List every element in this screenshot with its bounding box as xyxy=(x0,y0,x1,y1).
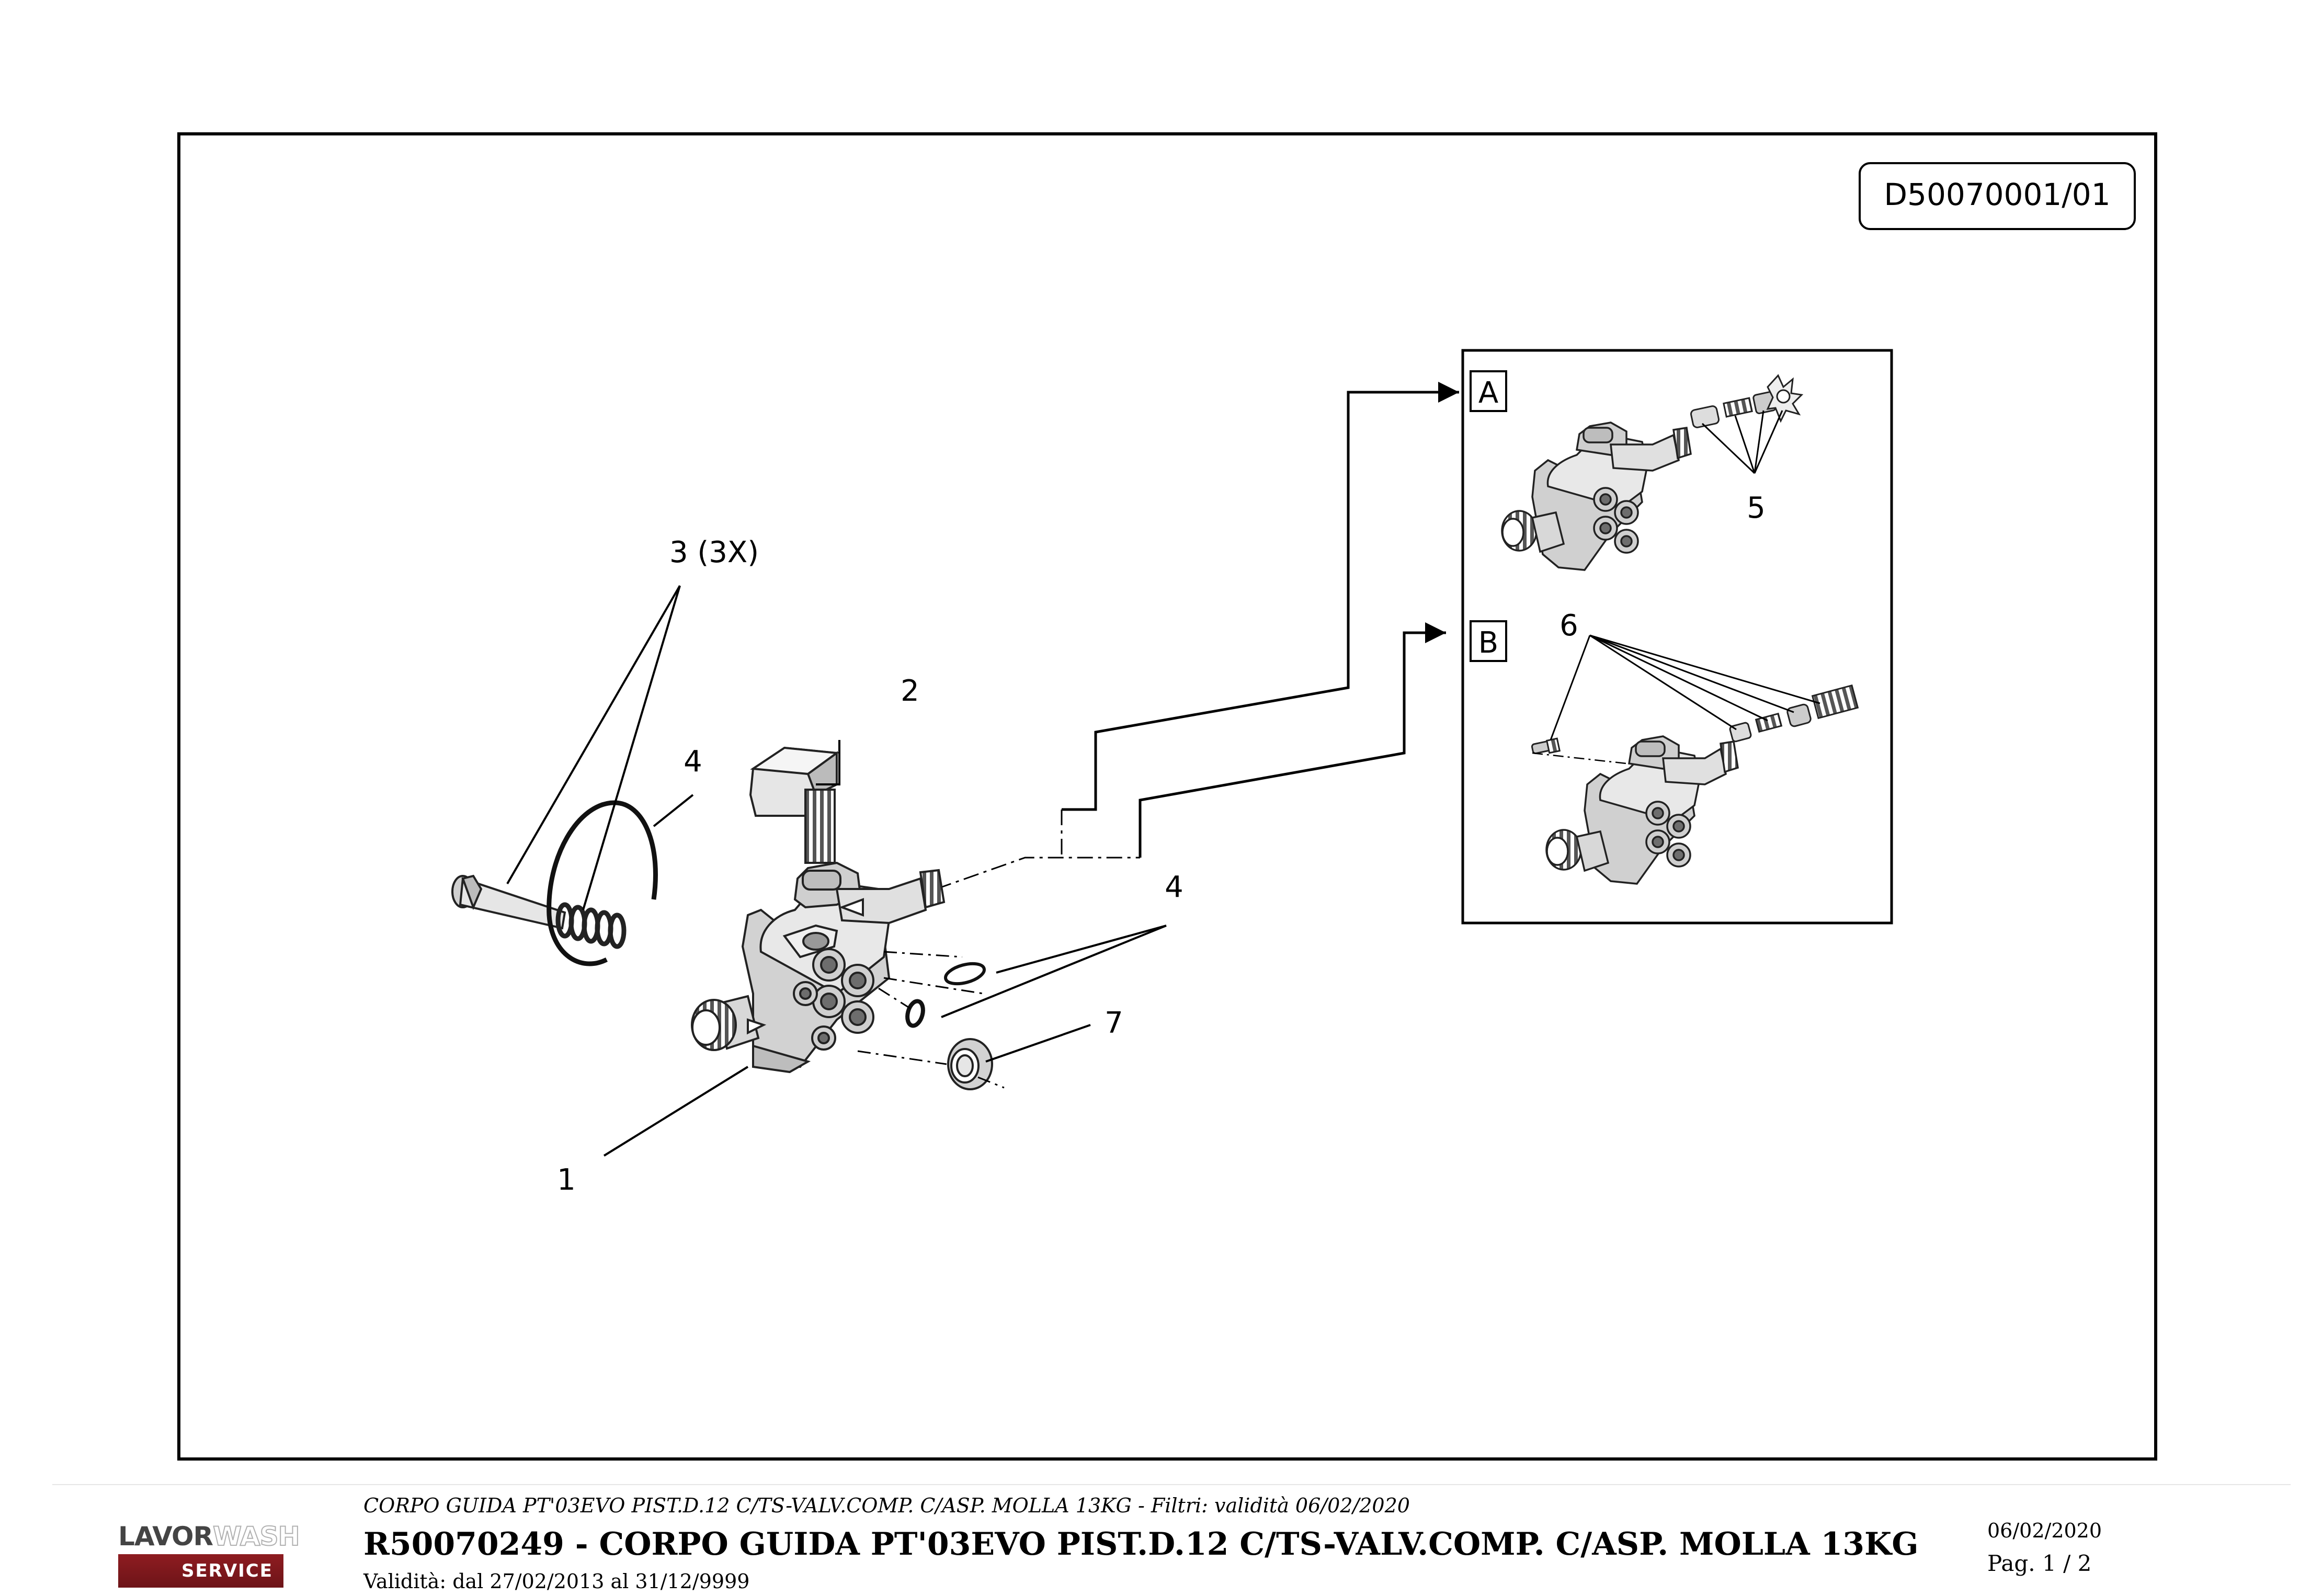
callout-leaders xyxy=(506,585,1167,1157)
part-2-thermal-valve xyxy=(749,746,840,864)
part-4-snap-ring xyxy=(547,800,658,966)
callout-4-right: 4 xyxy=(1165,870,1183,904)
callout-3: 3 (3X) xyxy=(669,535,759,569)
logo-service-text: SERVICE xyxy=(181,1560,273,1581)
pump-inlet-fitting xyxy=(691,995,767,1051)
drawing-frame xyxy=(177,132,2157,1461)
footer-title: R50070249 - CORPO GUIDA PT'03EVO PIST.D.… xyxy=(363,1526,1919,1563)
callout-4-left: 4 xyxy=(684,745,702,779)
leader-to-detail-b xyxy=(1139,622,1446,858)
detail-a-label: A xyxy=(1478,376,1498,410)
logo-wordmark: LAVORWASH xyxy=(118,1521,300,1552)
footer-validity: Validità: dal 27/02/2013 al 31/12/9999 xyxy=(363,1570,750,1593)
logo-service-bar: SERVICE xyxy=(118,1554,283,1588)
drawing-code: D50070001/01 xyxy=(1884,177,2110,212)
callout-6: 6 xyxy=(1560,609,1578,643)
detail-b-box xyxy=(1470,620,1507,662)
drawing-code-box xyxy=(1859,162,2136,230)
pump-outlet-fitting xyxy=(835,869,946,925)
detail-b-valve-parts xyxy=(1531,684,1859,755)
callout-7: 7 xyxy=(1105,1006,1123,1040)
detail-a-box xyxy=(1470,370,1507,412)
part-7-seal xyxy=(947,1038,993,1090)
footer-subtitle: CORPO GUIDA PT'03EVO PIST.D.12 C/TS-VALV… xyxy=(363,1494,1410,1517)
footer-divider xyxy=(52,1484,2291,1485)
callout-5: 5 xyxy=(1747,491,1766,525)
part-4-o-ring-upper xyxy=(944,962,986,986)
detail-b-axis xyxy=(1532,752,1627,765)
detail-b-pump xyxy=(1545,735,1739,885)
detail-b-leaders xyxy=(1550,634,1820,740)
footer-date: 06/02/2020 xyxy=(1987,1519,2102,1542)
part-3-piston-assembly xyxy=(451,874,627,949)
detail-b-label: B xyxy=(1478,626,1498,660)
detail-box xyxy=(1461,349,1893,925)
axis-line-main xyxy=(936,857,1140,890)
lavorwash-service-logo: LAVORWASH SERVICE xyxy=(118,1521,300,1590)
callout-1: 1 xyxy=(557,1163,576,1197)
leader-to-detail-a xyxy=(1062,382,1459,811)
callout-2: 2 xyxy=(901,674,919,708)
footer-page-number: Pag. 1 / 2 xyxy=(1987,1551,2092,1576)
detail-a-leaders xyxy=(1701,410,1783,474)
detail-a-pump xyxy=(1501,421,1692,571)
dash-dot-axes xyxy=(857,951,1005,1089)
part-4-o-ring-lower xyxy=(905,999,925,1028)
logo-brand-light: WASH xyxy=(212,1521,300,1552)
detail-a-valve-parts xyxy=(1690,374,1804,428)
logo-brand-dark: LAVOR xyxy=(118,1521,213,1552)
